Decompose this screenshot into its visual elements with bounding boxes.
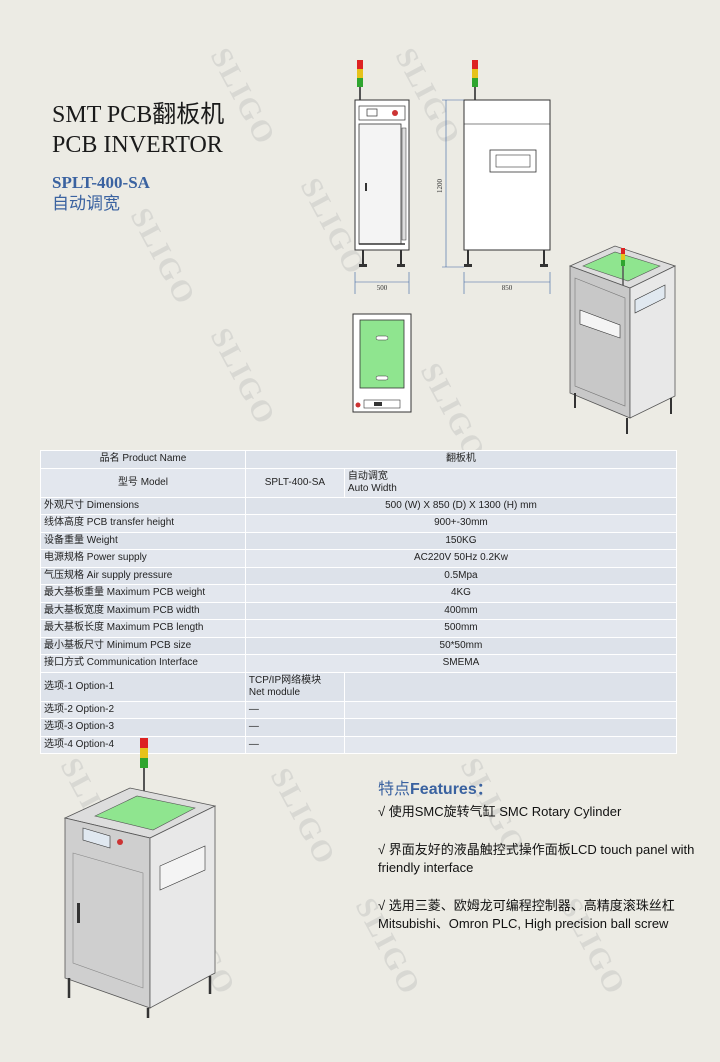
table-cell-value: 自动调宽 Auto Width — [343, 467, 678, 498]
table-cell-label: 设备重量 Weight — [40, 531, 246, 550]
table-cell-label: 电源规格 Power supply — [40, 549, 246, 568]
watermark: SLIGO — [263, 762, 343, 871]
table-cell-value: — — [244, 700, 345, 719]
table-cell-label: 型号 Model — [40, 467, 246, 498]
table-cell-value: SPLT-400-SA — [244, 467, 345, 498]
spec-table: 品名 Product Name 翻板机 型号 Model SPLT-400-SA… — [40, 450, 678, 754]
table-cell-label: 外观尺寸 Dimensions — [40, 496, 246, 515]
table-row: 型号 Model SPLT-400-SA 自动调宽 Auto Width — [40, 467, 678, 498]
machine-render-large — [63, 738, 217, 1018]
table-cell-value: 400mm — [244, 601, 678, 620]
table-cell-empty — [343, 671, 678, 702]
product-title-line2: PCB INVERTOR — [52, 132, 223, 158]
table-cell-value: AC220V 50Hz 0.2Kw — [244, 549, 678, 568]
table-cell-label: 选项-2 Option-2 — [40, 700, 246, 719]
front-view-drawing: 500 — [354, 60, 410, 294]
table-cell-label: 最小基板尺寸 Minimum PCB size — [40, 636, 246, 655]
table-cell-label: 接口方式 Communication Interface — [40, 654, 246, 673]
table-cell-value: 500 (W) X 850 (D) X 1300 (H) mm — [244, 496, 678, 515]
table-row: 选项-2 Option-2— — [40, 700, 678, 719]
table-cell-label: 线体高度 PCB transfer height — [40, 514, 246, 533]
features-section: 特点Features： √ 使用SMC旋转气缸 SMC Rotary Cylin… — [378, 775, 698, 953]
table-cell-value: 翻板机 — [244, 450, 678, 469]
table-cell-label: 选项-3 Option-3 — [40, 718, 246, 737]
table-cell-value: 900+-30mm — [244, 514, 678, 533]
features-title: 特点Features： — [378, 775, 698, 799]
table-cell-label: 最大基板宽度 Maximum PCB width — [40, 601, 246, 620]
table-cell-label: 最大基板长度 Maximum PCB length — [40, 619, 246, 638]
side-view-drawing: 1200 850 — [436, 60, 551, 294]
table-cell-value: 150KG — [244, 531, 678, 550]
table-cell-empty — [343, 735, 678, 754]
signal-light-yellow — [357, 69, 363, 78]
model-extra-cn: 自动调宽 — [347, 470, 388, 482]
table-cell-label: 选项-1 Option-1 — [40, 671, 246, 702]
table-cell-empty — [343, 718, 678, 737]
product-title-line1: SMT PCB翻板机 — [52, 102, 225, 128]
table-cell-value: SMEMA — [244, 654, 678, 673]
signal-light-red — [357, 60, 363, 69]
option1-value-cn: TCP/IP网络模块 — [248, 674, 322, 686]
option1-value-en: Net module — [248, 686, 301, 698]
feature-item: √ 使用SMC旋转气缸 SMC Rotary Cylinder — [378, 804, 622, 819]
machine-render-small — [568, 245, 677, 434]
table-cell-label: 最大基板重量 Maximum PCB weight — [40, 584, 246, 603]
table-cell-value: 50*50mm — [244, 636, 678, 655]
watermark: SLIGO — [123, 202, 203, 311]
table-cell-value: 0.5Mpa — [244, 566, 678, 585]
product-model: SPLT-400-SA — [52, 173, 150, 192]
table-cell-empty — [343, 700, 678, 719]
signal-light-green — [357, 78, 363, 87]
table-cell-value: — — [244, 718, 345, 737]
product-title: SMT PCB翻板机 PCB INVERTOR — [52, 100, 224, 160]
table-cell-value: — — [244, 735, 345, 754]
table-row: 品名 Product Name 翻板机 — [40, 450, 678, 469]
features-title-cn: 特点 — [378, 781, 411, 798]
table-cell-value: 500mm — [244, 619, 678, 638]
table-cell-label: 品名 Product Name — [40, 450, 246, 469]
table-row: 选项-3 Option-3— — [40, 718, 678, 737]
product-feature-short: 自动调宽 — [52, 194, 120, 213]
table-cell-value: 4KG — [244, 584, 678, 603]
feature-item: √ 选用三菱、欧姆龙可编程控制器、高精度滚珠丝杠Mitsubishi、Omron… — [378, 898, 675, 931]
features-title-en: Features： — [410, 781, 493, 798]
watermark: SLIGO — [203, 322, 283, 431]
product-subtitle: SPLT-400-SA 自动调宽 — [52, 172, 150, 214]
dimension-width-label: 500 — [377, 284, 388, 292]
table-cell-label: 气压规格 Air supply pressure — [40, 566, 246, 585]
model-extra-en: Auto Width — [347, 482, 397, 494]
dimension-depth-label: 850 — [502, 284, 513, 292]
top-view-drawing — [352, 313, 412, 413]
dimension-height-label: 1200 — [436, 179, 444, 194]
feature-item: √ 界面友好的液晶触控式操作面板LCD touch panel with fri… — [378, 842, 695, 875]
